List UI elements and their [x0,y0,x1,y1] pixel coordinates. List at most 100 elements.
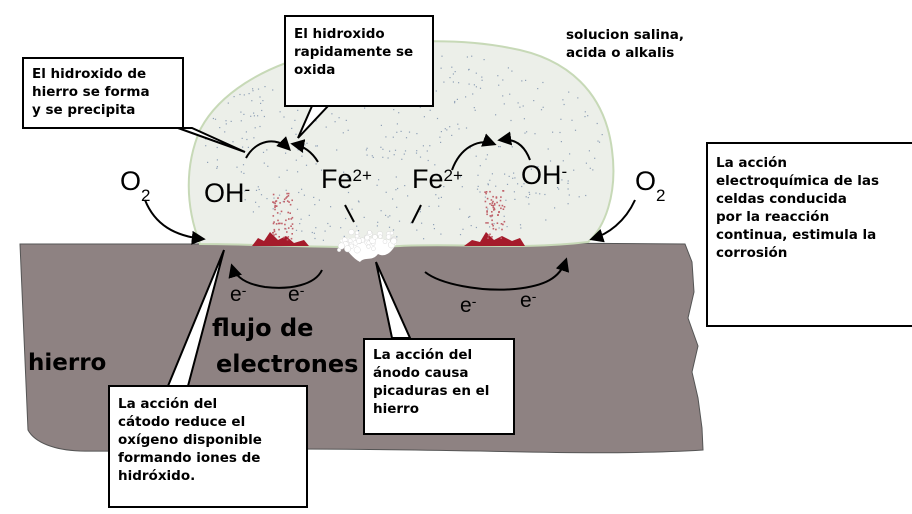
electron-flow-label-line1: flujo de [212,314,314,342]
rust-speck [273,201,275,204]
solution-speck [475,72,477,74]
solution-speck [557,167,559,169]
rust-speck [492,224,494,227]
solution-speck [527,197,529,199]
oxygen-left: O2 [120,168,150,206]
solution-speck [521,185,523,188]
solution-speck [558,188,560,190]
solution-speck [398,112,400,114]
rust-speck [499,199,502,202]
solution-label: solucion salina, acida o alkalis [566,27,685,61]
solution-speck [308,214,310,216]
solution-speck [305,164,308,166]
solution-speck [587,115,589,117]
solution-speck [243,172,245,174]
electron-1: e- [230,282,246,305]
hydroxide-right-symbol: OH [521,160,562,190]
solution-speck [297,109,299,111]
solution-speck [246,138,248,141]
rust-speck [286,196,288,198]
solution-speck [495,185,497,187]
solution-speck [571,119,573,121]
solution-speck [255,189,258,191]
fe-path-right [411,204,422,224]
solution-speck [229,192,231,194]
solution-speck [205,138,207,140]
solution-speck [454,102,456,104]
solution-speck [331,113,333,115]
rust-speck [490,204,493,206]
solution-speck [584,116,586,118]
solution-speck [473,107,475,109]
solution-speck [314,237,316,240]
solution-speck [255,201,257,203]
solution-speck [342,132,344,134]
solution-speck [263,115,265,118]
solution-speck [423,238,425,240]
solution-speck [419,106,421,108]
solution-speck [454,71,456,73]
solution-speck [396,123,398,125]
solution-speck [340,227,342,229]
rust-speck [486,213,488,216]
rust-speck [291,216,294,219]
solution-speck [459,234,462,236]
solution-speck [520,227,522,229]
solution-speck [598,141,601,143]
callout-electrochemical: La acción electroquímica de las celdas c… [706,142,912,327]
solution-speck [596,122,598,125]
solution-speck [299,223,301,225]
solution-speck [497,75,499,77]
solution-speck [560,141,562,143]
solution-speck [380,124,382,126]
solution-speck [279,111,281,113]
solution-speck [522,105,524,107]
solution-speck [458,82,460,84]
rust-speck [492,204,494,207]
pointer-hydroxide-forms [177,127,246,153]
arrow-fe-left [290,139,319,163]
solution-speck [509,93,511,95]
electron-flow-label-line2: electrones [216,350,359,378]
solution-speck [248,93,250,95]
rust-speck [275,233,277,236]
solution-speck [524,132,526,134]
rust-speck [496,201,498,204]
rust-speck [291,227,294,230]
rust-speck [272,193,275,196]
solution-speck [295,229,298,231]
rust-speck [276,212,279,214]
rust-speck [284,223,286,226]
solution-speck [216,159,218,161]
rust-speck [502,190,505,192]
solution-speck [318,199,320,201]
solution-speck [257,88,260,90]
solution-speck [484,196,486,198]
solution-speck [514,177,516,179]
rust-speck [278,228,280,231]
pit-speck [366,244,371,249]
solution-speck [441,55,443,57]
arrow-oxygen-left [144,199,206,245]
pit-speck [364,234,370,241]
pit-speck [390,237,397,245]
solution-speck [351,208,353,210]
rust-speck [500,223,503,225]
rust-speck [487,237,489,239]
solution-speck [264,86,266,88]
solution-speck [540,109,543,111]
rust-speck [489,203,491,205]
solution-speck [371,155,373,157]
solution-speck [487,208,489,210]
solution-speck [528,191,530,193]
solution-speck [461,186,463,188]
solution-speck [525,196,527,198]
solution-speck [252,88,254,90]
solution-speck [481,79,483,81]
solution-speck [392,136,394,138]
electron-4-charge: - [531,288,537,304]
solution-speck [449,77,451,79]
rust-speck [273,234,275,236]
solution-speck [449,126,451,128]
